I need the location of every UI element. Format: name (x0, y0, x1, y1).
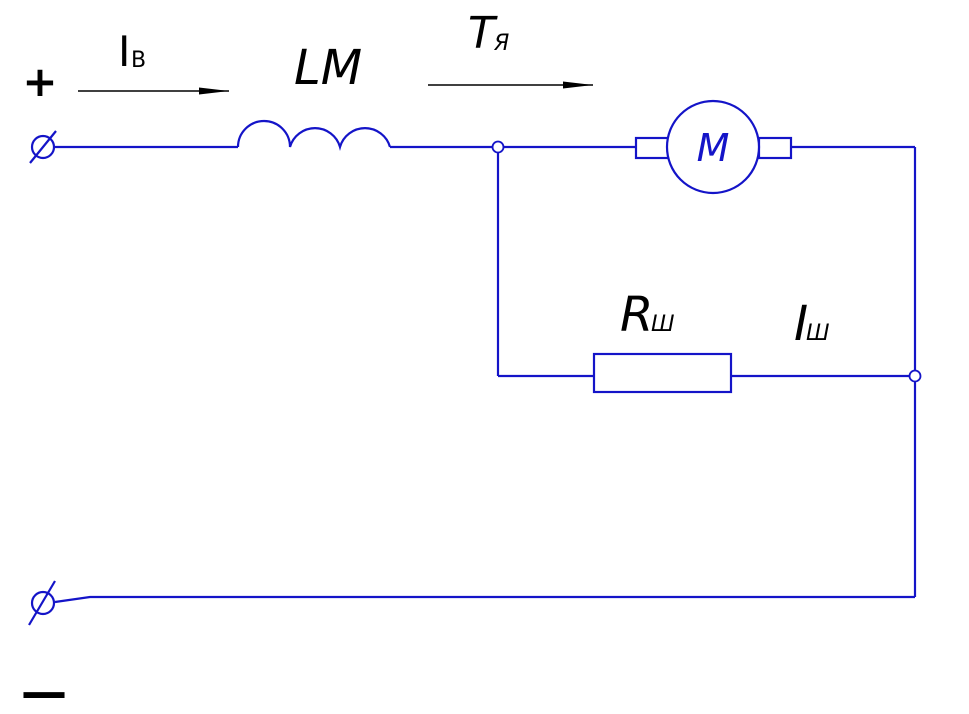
label-armature-current: T Я (468, 8, 509, 59)
shunt-current-symbol: I (794, 296, 808, 352)
field-winding-coil (236, 119, 392, 151)
junction-node-top (491, 140, 505, 154)
label-excitation-current: I В (118, 27, 146, 76)
positive-terminal (29, 130, 57, 164)
shunt-resistor (592, 352, 733, 394)
armature-current-subscript: Я (493, 31, 509, 56)
motor-symbol: M (634, 99, 793, 195)
armature-current-symbol: T (468, 8, 498, 59)
shunt-current-subscript: Ш (806, 321, 830, 346)
junction-node-right (908, 369, 922, 383)
shunt-resistor-symbol: R (620, 287, 653, 343)
wires (54, 145, 917, 604)
shunt-resistor-subscript: Ш (651, 312, 675, 337)
negative-terminal (28, 580, 56, 626)
label-shunt-resistor: R Ш (620, 287, 675, 343)
negative-sign: — (21, 665, 67, 714)
excitation-current-symbol: I (118, 27, 130, 76)
excitation-current-subscript: В (131, 48, 146, 73)
positive-sign: + (22, 57, 57, 106)
wire-bottom-return (54, 595, 915, 604)
motor-label: M (697, 126, 730, 170)
label-shunt-current: I Ш (794, 296, 830, 352)
field-winding-label: LM (294, 40, 362, 96)
